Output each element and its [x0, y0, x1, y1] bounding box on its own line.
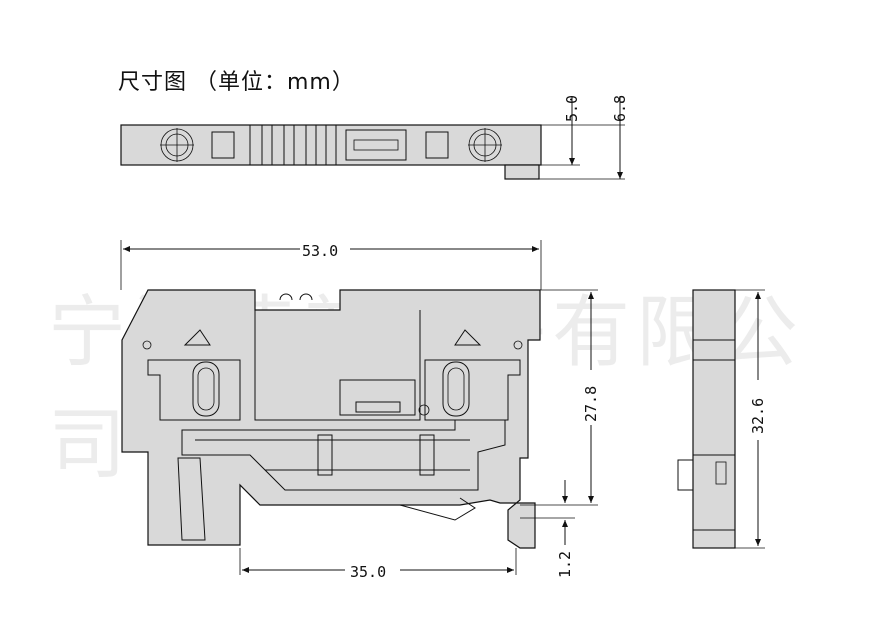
- dim-height-main: 27.8: [582, 386, 600, 422]
- top-view: 5.0 6.8: [120, 95, 629, 180]
- dim-height-side: 32.6: [749, 398, 767, 434]
- clamp-right: [424, 329, 523, 421]
- dim-top-view-5: 5.0: [563, 95, 581, 122]
- side-view-latch: [677, 459, 694, 491]
- top-screw-right: [468, 128, 502, 162]
- dim-offset: 1.2: [556, 551, 574, 578]
- dim-width-total: 53.0: [302, 242, 338, 260]
- top-view-foot: [504, 164, 540, 180]
- side-view: 32.6: [677, 289, 767, 549]
- rail-foot-left: [177, 457, 206, 541]
- top-slot-right: [425, 131, 449, 159]
- drawing-title: 尺寸图 （单位：mm）: [118, 70, 355, 95]
- clamp-left: [142, 329, 241, 421]
- dim-top-view-6-8: 6.8: [611, 95, 629, 122]
- top-slot-left: [211, 131, 235, 159]
- dim-width-rail: 35.0: [350, 563, 386, 581]
- top-ribs: [249, 125, 337, 165]
- front-view: 53.0 35.0 27.8 1.2: [120, 240, 600, 581]
- front-view-housing: [121, 289, 541, 549]
- top-marker-slot: [345, 129, 407, 161]
- side-view-body: [692, 289, 736, 549]
- top-screw-left: [160, 128, 194, 162]
- marker-slot: [339, 379, 416, 416]
